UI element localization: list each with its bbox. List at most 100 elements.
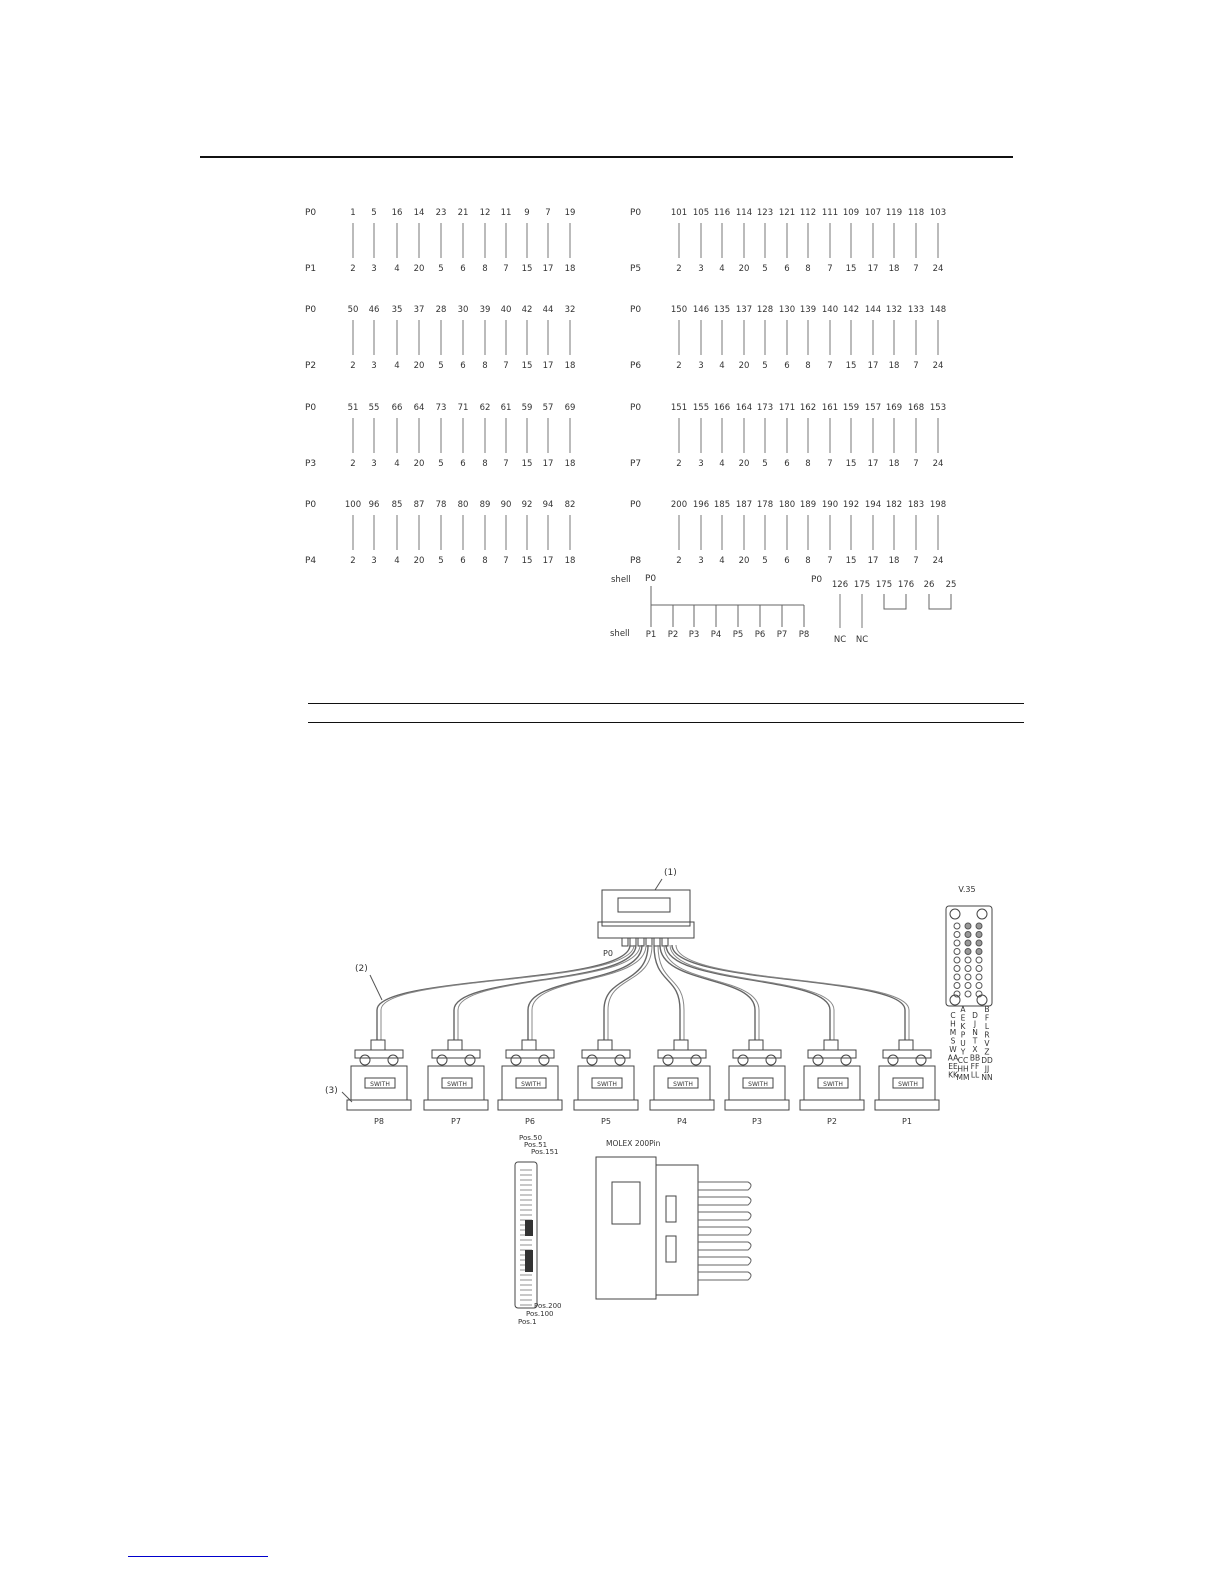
v35-pin-label: BB: [970, 1054, 980, 1063]
v35-pin: [953, 939, 961, 947]
pin-top-label: 169: [886, 403, 902, 413]
plug-label: P8: [374, 1117, 384, 1126]
pin-bottom-label: 18: [565, 459, 576, 469]
v35-pin-label: F: [985, 1014, 989, 1023]
pin-bottom-label: 4: [719, 361, 724, 371]
v35-pin-label: E: [961, 1014, 966, 1023]
pin-top-label: 23: [436, 208, 447, 218]
v35-pin-label: D: [972, 1011, 978, 1020]
molex-side-strain-relief: [655, 1164, 699, 1296]
cable: [453, 944, 637, 1040]
pin-bottom-label: 15: [846, 361, 857, 371]
plug-brand: SWITH: [748, 1081, 768, 1088]
pin-top-label: 39: [480, 305, 491, 315]
v35-pin: [975, 973, 983, 981]
callout-2-leader: [369, 974, 383, 1001]
pin-bottom-label: 5: [438, 556, 443, 566]
pin-bottom-label: 24: [933, 264, 944, 274]
pin-bottom-label: 6: [784, 264, 789, 274]
thumbscrew: [737, 1054, 749, 1066]
cable: [380, 944, 635, 1040]
pin-top-label: 153: [930, 403, 946, 413]
thumbscrew: [887, 1054, 899, 1066]
molex-side-cable: [698, 1241, 752, 1251]
pin-top-label: 192: [843, 500, 859, 510]
molex-position-label: Pos.50: [519, 1134, 542, 1142]
plug-shell: [423, 1099, 489, 1111]
pin-bottom-label: 4: [719, 556, 724, 566]
pin-bottom-label: 24: [933, 361, 944, 371]
pin-top-label: 137: [736, 305, 752, 315]
cable: [659, 944, 756, 1040]
pin-bottom-label: 2: [676, 361, 681, 371]
loopback-wire: [928, 594, 952, 610]
pin-top-label: 69: [565, 403, 576, 413]
callout-3: (3): [325, 1086, 338, 1096]
loop-pin-label: 26: [924, 580, 935, 590]
pin-top-label: 66: [392, 403, 403, 413]
pin-bottom-label: 18: [889, 556, 900, 566]
main-connector-base: [597, 921, 695, 939]
pin-bottom-label: 2: [676, 264, 681, 274]
pin-bottom-label: 17: [868, 459, 879, 469]
plug-shell: [799, 1099, 865, 1111]
pin-top-label: 85: [392, 500, 403, 510]
group-target-label: P6: [630, 361, 641, 371]
pin-bottom-label: 7: [503, 459, 508, 469]
pin-top-label: 80: [458, 500, 469, 510]
pin-top-label: 121: [779, 208, 795, 218]
v35-pin-label: K: [961, 1022, 967, 1031]
cable: [603, 944, 649, 1040]
plug-brand: SWITH: [521, 1081, 541, 1088]
callout-1: (1): [664, 868, 677, 878]
v35-pin-label: N: [972, 1028, 978, 1037]
v35-pin: [964, 939, 972, 947]
pin-bottom-label: 5: [438, 459, 443, 469]
molex-side-slot: [665, 1235, 677, 1263]
v35-pin: [964, 965, 972, 972]
footer-line: [128, 1556, 268, 1557]
v35-pin-label: B: [984, 1005, 989, 1014]
pin-bottom-label: 3: [698, 459, 703, 469]
plug-shell: [724, 1099, 790, 1111]
molex-position-label: Pos.100: [526, 1310, 554, 1318]
pin-bottom-label: 20: [414, 459, 425, 469]
nc-pin-label: 175: [854, 580, 870, 590]
pin-bottom-label: 7: [913, 264, 918, 274]
pin-top-label: 5: [371, 208, 376, 218]
pin-top-label: 35: [392, 305, 403, 315]
v35-pin-label: A: [960, 1005, 966, 1014]
pin-top-label: 178: [757, 500, 773, 510]
thumbscrew: [464, 1054, 476, 1066]
cable: [457, 944, 641, 1040]
pin-top-label: 155: [693, 403, 709, 413]
brand-plate: [441, 1077, 473, 1089]
cable-boot: [629, 937, 637, 947]
v35-pin-label: EE: [948, 1062, 958, 1071]
brand-plate: [892, 1077, 924, 1089]
pin-top-label: 103: [930, 208, 946, 218]
v35-pin: [964, 973, 972, 981]
pin-bottom-label: 8: [805, 264, 810, 274]
v35-pin: [975, 939, 983, 947]
cable-ferrule: [673, 1039, 689, 1051]
thumbscrew: [662, 1054, 674, 1066]
pin-bottom-label: 6: [460, 361, 465, 371]
pin-bottom-label: 20: [414, 264, 425, 274]
v35-pin-label: R: [984, 1031, 989, 1040]
pin-top-label: 12: [480, 208, 491, 218]
pin-top-label: 28: [436, 305, 447, 315]
pin-bottom-label: 3: [698, 264, 703, 274]
v35-pin-label: AA: [948, 1054, 959, 1063]
cable-ferrule: [898, 1039, 914, 1051]
pin-bottom-label: 2: [350, 459, 355, 469]
pin-top-label: 100: [345, 500, 361, 510]
brand-plate: [742, 1077, 774, 1089]
pin-top-label: 32: [565, 305, 576, 315]
molex-position-label: Pos.151: [531, 1148, 559, 1156]
pin-top-label: 105: [693, 208, 709, 218]
v35-pin: [953, 965, 961, 972]
pin-bottom-label: 2: [350, 264, 355, 274]
v35-pin-label: V: [984, 1039, 990, 1048]
pin-bottom-label: 24: [933, 556, 944, 566]
